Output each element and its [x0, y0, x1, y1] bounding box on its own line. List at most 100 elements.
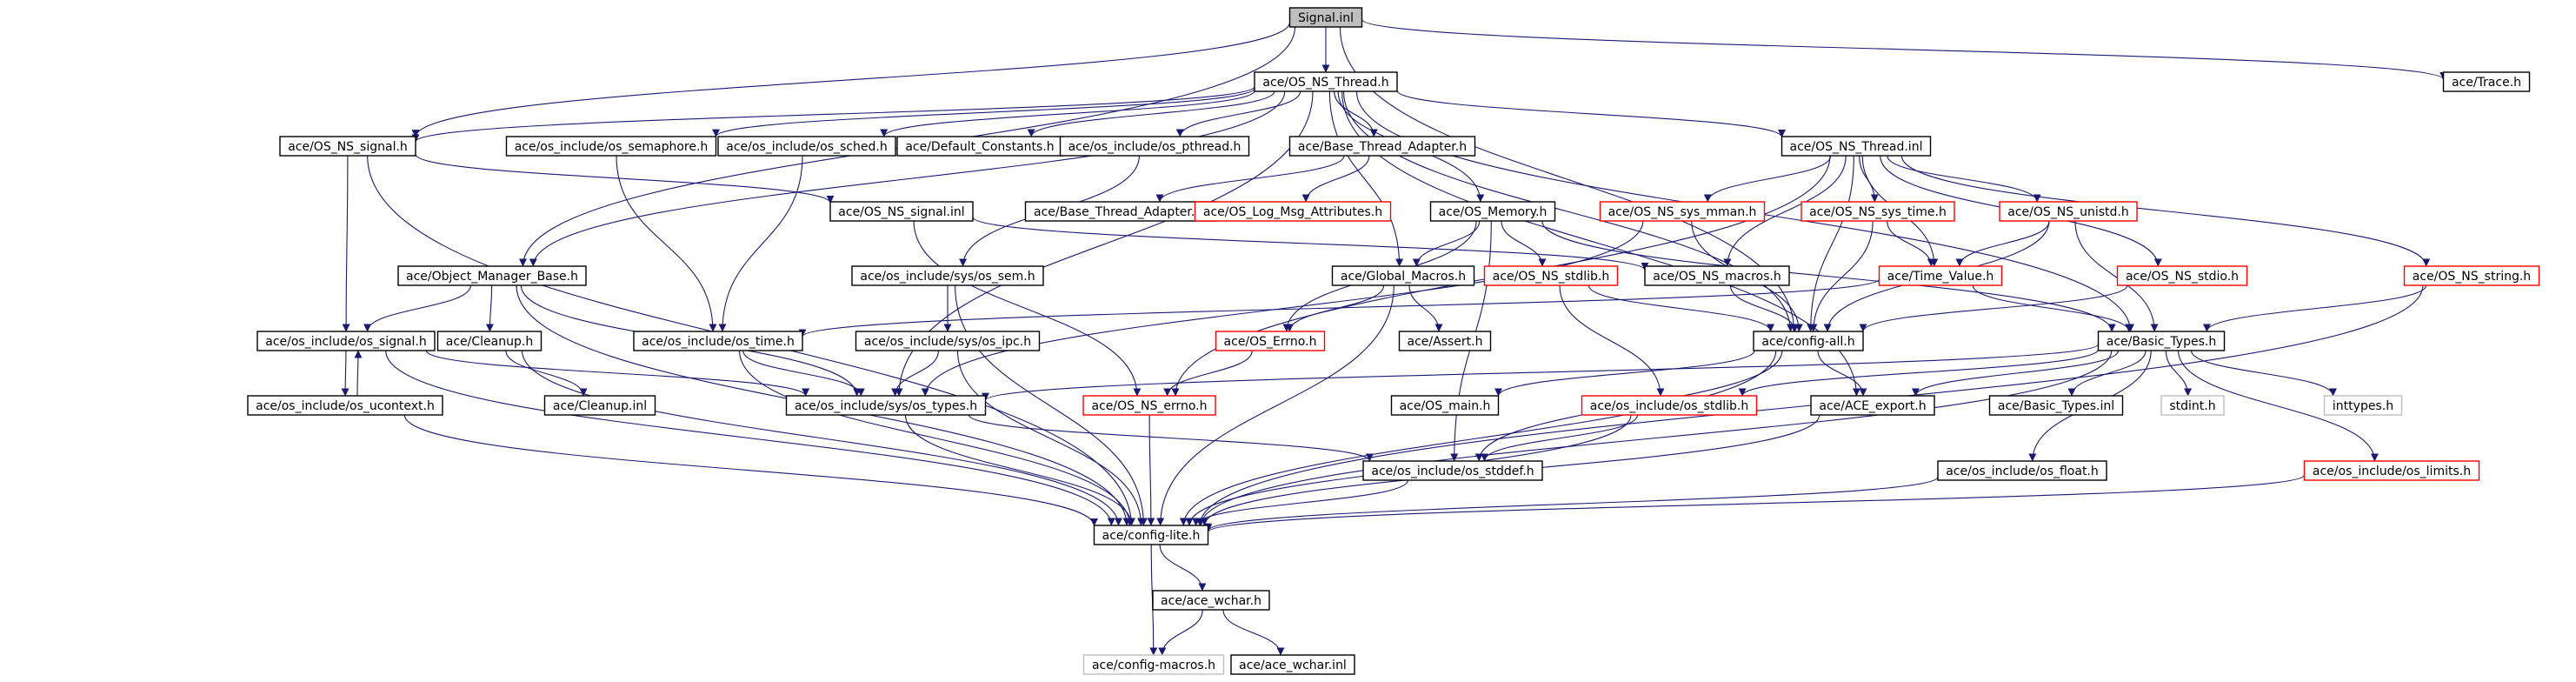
node-object-manager-base-h[interactable]: ace/Object_Manager_Base.h: [397, 265, 587, 286]
node-cleanup-inl[interactable]: ace/Cleanup.inl: [543, 395, 656, 416]
node-base-thread-adapter-inl[interactable]: ace/Base_Thread_Adapter.inl: [1024, 201, 1219, 222]
node-os-semaphore-h[interactable]: ace/os_include/os_semaphore.h: [505, 136, 717, 157]
node-os-errno-h[interactable]: ace/OS_Errno.h: [1215, 331, 1326, 351]
node-box[interactable]: [1644, 265, 1790, 286]
node-basic-types-inl[interactable]: ace/Basic_Types.inl: [1988, 395, 2124, 416]
node-box[interactable]: [851, 265, 1044, 286]
node-base-thread-adapter-h[interactable]: ace/Base_Thread_Adapter.h: [1288, 136, 1476, 157]
node-box[interactable]: [1988, 395, 2124, 416]
node-box[interactable]: [1810, 395, 1935, 416]
node-box[interactable]: [2403, 265, 2540, 286]
node-config-all-h[interactable]: ace/config-all.h: [1753, 331, 1864, 351]
node-box[interactable]: [829, 201, 974, 222]
node-sys-os-types-h[interactable]: ace/os_include/sys/os_types.h: [785, 395, 987, 416]
node-box[interactable]: [1483, 265, 1619, 286]
node-os-limits-h[interactable]: ace/os_include/os_limits.h: [2303, 460, 2480, 481]
node-os-log-msg-attributes-h[interactable]: ace/OS_Log_Msg_Attributes.h: [1194, 201, 1392, 222]
node-box[interactable]: [1082, 654, 1225, 675]
node-box[interactable]: [1398, 331, 1492, 351]
node-box[interactable]: [2323, 395, 2403, 416]
node-assert-h[interactable]: ace/Assert.h: [1398, 331, 1492, 351]
node-config-macros-h[interactable]: ace/config-macros.h: [1082, 654, 1225, 675]
node-ace-export-h[interactable]: ace/ACE_export.h: [1810, 395, 1935, 416]
node-box[interactable]: [1390, 395, 1500, 416]
node-box[interactable]: [1429, 201, 1556, 222]
node-os-include-os-stdlib-h[interactable]: ace/os_include/os_stdlib.h: [1581, 395, 1758, 416]
node-ace-wchar-h[interactable]: ace/ace_wchar.h: [1152, 590, 1270, 611]
node-box[interactable]: [1254, 71, 1398, 92]
node-box[interactable]: [279, 136, 416, 157]
edge-signal_inl-to-os_ns_signal_h: [411, 22, 1291, 138]
node-os-ns-unistd-h[interactable]: ace/OS_NS_unistd.h: [1999, 201, 2138, 222]
node-box[interactable]: [2303, 460, 2480, 481]
node-box[interactable]: [1215, 331, 1326, 351]
node-box[interactable]: [397, 265, 587, 286]
node-box[interactable]: [436, 331, 542, 351]
node-box[interactable]: [247, 395, 443, 416]
node-box[interactable]: [855, 331, 1041, 351]
node-os-ns-string-h[interactable]: ace/OS_NS_string.h: [2403, 265, 2540, 286]
node-box[interactable]: [785, 395, 987, 416]
node-box[interactable]: [1362, 460, 1543, 481]
node-box[interactable]: [1581, 395, 1758, 416]
node-box[interactable]: [256, 331, 436, 351]
node-box[interactable]: [1331, 265, 1475, 286]
node-os-include-os-signal-h[interactable]: ace/os_include/os_signal.h: [256, 331, 436, 351]
node-os-pthread-h[interactable]: ace/os_include/os_pthread.h: [1059, 136, 1250, 157]
node-os-ns-signal-inl[interactable]: ace/OS_NS_signal.inl: [829, 201, 974, 222]
node-box[interactable]: [1781, 136, 1932, 157]
node-box[interactable]: [543, 395, 656, 416]
node-os-ns-sys-time-h[interactable]: ace/OS_NS_sys_time.h: [1801, 201, 1955, 222]
node-config-lite-h[interactable]: ace/config-lite.h: [1093, 525, 1209, 545]
node-box[interactable]: [1599, 201, 1766, 222]
node-box[interactable]: [1152, 590, 1270, 611]
node-os-ns-signal-h[interactable]: ace/OS_NS_signal.h: [279, 136, 416, 157]
node-box[interactable]: [2116, 265, 2248, 286]
node-box[interactable]: [1801, 201, 1955, 222]
node-ace-wchar-inl[interactable]: ace/ace_wchar.inl: [1230, 654, 1355, 675]
node-box[interactable]: [717, 136, 896, 157]
node-cleanup-h[interactable]: ace/Cleanup.h: [436, 331, 542, 351]
node-box[interactable]: [2097, 331, 2226, 351]
node-box[interactable]: [1288, 7, 1363, 28]
node-os-ns-sys-mman-h[interactable]: ace/OS_NS_sys_mman.h: [1599, 201, 1766, 222]
node-box[interactable]: [505, 136, 717, 157]
node-box[interactable]: [1753, 331, 1864, 351]
node-os-ns-errno-h[interactable]: ace/OS_NS_errno.h: [1082, 395, 1216, 416]
node-box[interactable]: [1937, 460, 2107, 481]
node-stdint-h[interactable]: stdint.h: [2160, 395, 2225, 416]
node-os-ns-stdlib-h[interactable]: ace/OS_NS_stdlib.h: [1483, 265, 1619, 286]
edge-basic_types_h-to-os_include_os_stdlib_h: [1738, 349, 2100, 397]
node-time-value-h[interactable]: ace/Time_Value.h: [1878, 265, 2003, 286]
node-os-sched-h[interactable]: ace/os_include/os_sched.h: [717, 136, 896, 157]
node-box[interactable]: [1059, 136, 1250, 157]
node-os-ucontext-h[interactable]: ace/os_include/os_ucontext.h: [247, 395, 443, 416]
node-box[interactable]: [1194, 201, 1392, 222]
node-signal-inl[interactable]: Signal.inl: [1288, 7, 1363, 28]
node-os-ns-thread-inl[interactable]: ace/OS_NS_Thread.inl: [1781, 136, 1932, 157]
node-box[interactable]: [1999, 201, 2138, 222]
node-os-time-h[interactable]: ace/os_include/os_time.h: [633, 331, 803, 351]
node-global-macros-h[interactable]: ace/Global_Macros.h: [1331, 265, 1475, 286]
node-box[interactable]: [1082, 395, 1216, 416]
node-sys-os-ipc-h[interactable]: ace/os_include/sys/os_ipc.h: [855, 331, 1041, 351]
node-box[interactable]: [2442, 71, 2531, 92]
node-os-ns-stdio-h[interactable]: ace/OS_NS_stdio.h: [2116, 265, 2248, 286]
node-box[interactable]: [633, 331, 803, 351]
node-os-memory-h[interactable]: ace/OS_Memory.h: [1429, 201, 1556, 222]
node-default-constants-h[interactable]: ace/Default_Constants.h: [896, 136, 1063, 157]
node-os-stddef-h[interactable]: ace/os_include/os_stddef.h: [1362, 460, 1543, 481]
node-trace-h[interactable]: ace/Trace.h: [2442, 71, 2531, 92]
node-basic-types-h[interactable]: ace/Basic_Types.h: [2097, 331, 2226, 351]
node-box[interactable]: [1230, 654, 1355, 675]
node-box[interactable]: [1093, 525, 1209, 545]
node-inttypes-h[interactable]: inttypes.h: [2323, 395, 2403, 416]
node-box[interactable]: [2160, 395, 2225, 416]
node-os-ns-thread-h[interactable]: ace/OS_NS_Thread.h: [1254, 71, 1398, 92]
node-box[interactable]: [1288, 136, 1476, 157]
node-os-ns-macros-h[interactable]: ace/OS_NS_macros.h: [1644, 265, 1790, 286]
node-os-float-h[interactable]: ace/os_include/os_float.h: [1937, 460, 2107, 481]
node-box[interactable]: [1878, 265, 2003, 286]
node-sys-os-sem-h[interactable]: ace/os_include/sys/os_sem.h: [851, 265, 1044, 286]
node-os-main-h[interactable]: ace/OS_main.h: [1390, 395, 1500, 416]
